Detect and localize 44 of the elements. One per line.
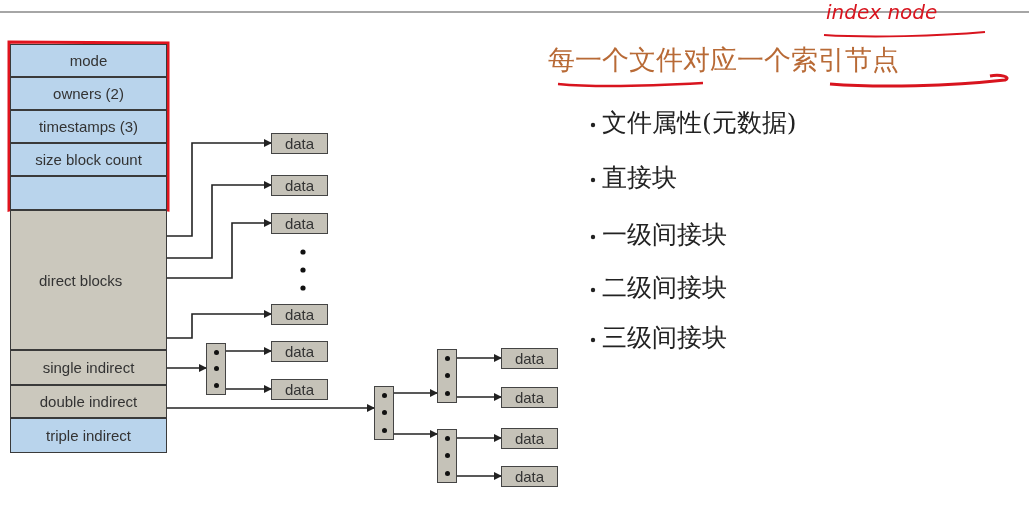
arrow: [166, 181, 272, 259]
arrow: [456, 472, 502, 480]
data-block: data: [501, 348, 558, 369]
inode-field: double indirect: [10, 385, 167, 418]
inode-field: owners (2): [10, 77, 167, 110]
arrow: [225, 347, 272, 355]
data-block: data: [271, 379, 328, 400]
pointer-block: [437, 349, 457, 403]
pointer-block: [437, 429, 457, 483]
pointer-block: [206, 343, 226, 395]
inode-field: single indirect: [10, 350, 167, 385]
arrow: [456, 434, 502, 442]
data-block: data: [501, 387, 558, 408]
bullet-item: 直接块: [602, 162, 677, 194]
inode-field: size block count: [10, 143, 167, 176]
data-block: data: [271, 213, 328, 234]
annotation: index node: [826, 0, 938, 24]
inode-field: mode: [10, 44, 167, 77]
arrow: [166, 139, 272, 237]
data-block: data: [271, 133, 328, 154]
data-block: data: [271, 304, 328, 325]
arrow: [225, 385, 272, 393]
inode-field: [10, 176, 167, 210]
arrow: [456, 393, 502, 401]
pointer-block: [374, 386, 394, 440]
bullet-item: 一级间接块: [602, 219, 727, 251]
inode-field: timestamps (3): [10, 110, 167, 143]
data-block: data: [501, 466, 558, 487]
inode-field: triple indirect: [10, 418, 167, 453]
inode-field: direct blocks: [10, 210, 167, 350]
arrow: [456, 354, 502, 362]
arrow: [166, 310, 272, 339]
bullet-item: 三级间接块: [602, 322, 727, 354]
data-block: data: [501, 428, 558, 449]
data-block: data: [271, 175, 328, 196]
arrow: [166, 404, 375, 412]
arrow: [166, 364, 207, 372]
bullet-item: 文件属性(元数据): [602, 107, 797, 139]
arrow: [166, 219, 272, 279]
bullet-item: 二级间接块: [602, 272, 727, 304]
heading: 每一个文件对应一个索引节点: [548, 43, 899, 77]
arrow: [393, 389, 438, 397]
data-block: data: [271, 341, 328, 362]
arrow: [393, 430, 438, 438]
